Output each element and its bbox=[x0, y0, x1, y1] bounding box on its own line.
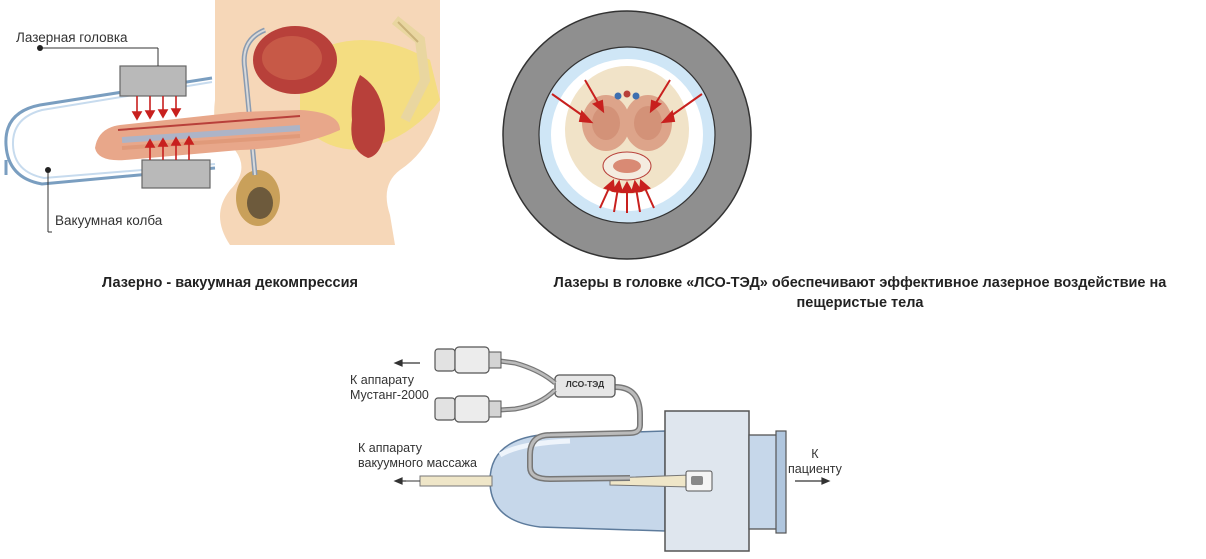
figure-device-diagram: ЛСО-ТЭД К аппарату Мустанг-2000 К аппара… bbox=[340, 335, 860, 557]
device-label-lso-ted: ЛСО-ТЭД bbox=[555, 379, 615, 389]
cross-section-illustration bbox=[500, 8, 755, 263]
label-to-patient-line1: К bbox=[788, 447, 842, 462]
label-to-vacuum-line2: вакуумного массажа bbox=[358, 456, 477, 471]
caption-cross-section-line1: Лазеры в головке «ЛСО-ТЭД» обеспечивают … bbox=[500, 273, 1206, 293]
label-to-mustang-line2: Мустанг-2000 bbox=[350, 388, 429, 403]
label-laser-head: Лазерная головка bbox=[16, 30, 128, 45]
label-to-mustang-line1: К аппарату bbox=[350, 373, 429, 388]
caption-laser-vacuum: Лазерно - вакуумная декомпрессия bbox=[60, 273, 400, 293]
label-to-vacuum-line1: К аппарату bbox=[358, 441, 477, 456]
figure-laser-vacuum: Лазерная головка Вакуумная колба bbox=[0, 0, 460, 260]
label-to-patient-line2: пациенту bbox=[788, 462, 842, 477]
label-to-vacuum: К аппарату вакуумного массажа bbox=[358, 441, 477, 471]
caption-cross-section-line2: пещеристые тела bbox=[500, 293, 1206, 313]
label-to-mustang: К аппарату Мустанг-2000 bbox=[350, 373, 429, 403]
figure-cross-section bbox=[500, 8, 755, 263]
caption-cross-section: Лазеры в головке «ЛСО-ТЭД» обеспечивают … bbox=[500, 273, 1206, 313]
label-vacuum-flask: Вакуумная колба bbox=[55, 213, 162, 228]
label-to-patient: К пациенту bbox=[788, 447, 842, 477]
